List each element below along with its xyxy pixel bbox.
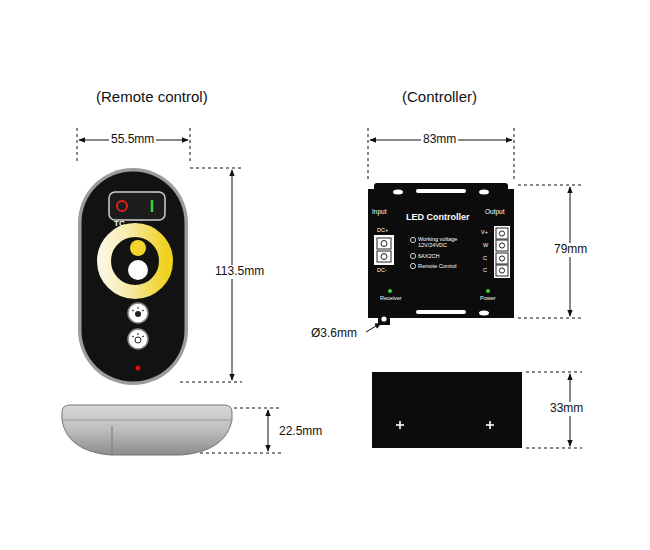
section-label: Output (485, 208, 505, 215)
dimension: 113.5mm (213, 265, 266, 279)
terminal-name: W (483, 242, 488, 248)
remote-body: TC (78, 168, 188, 385)
dimension: 33mm (548, 402, 585, 416)
section-label: Input (372, 208, 386, 215)
indicator-label: Receiver (380, 295, 402, 301)
hole-dimension: Ø3.6mm (309, 327, 359, 341)
spec-text: 6AX2CH (418, 253, 439, 259)
controller-body: InputLED Controller OutputDC+ DC- Working v… (368, 183, 514, 325)
terminal-name: DC+ (377, 227, 388, 233)
controller-body-outline (368, 183, 524, 335)
terminal-name: V+ (481, 229, 488, 235)
indicator-label: Power (480, 295, 496, 301)
view-title: (Controller) (400, 88, 479, 105)
dimension: 83mm (421, 133, 458, 147)
spec-text: Remote Control (418, 263, 457, 269)
dimension: 22.5mm (277, 425, 324, 439)
device-title: LED Controller (406, 213, 470, 223)
view-title: (Remote control) (94, 88, 210, 105)
dimension: 79mm (552, 243, 589, 257)
remote-body-outline (78, 168, 198, 395)
dimension: 55.5mm (109, 133, 156, 147)
terminal-name: C (483, 267, 487, 273)
terminal-name: C (483, 255, 487, 261)
remote-brand: TC (114, 220, 125, 229)
terminal-name: DC- (377, 267, 387, 273)
spec-text: Working voltage 12V/24VDC (418, 236, 468, 248)
